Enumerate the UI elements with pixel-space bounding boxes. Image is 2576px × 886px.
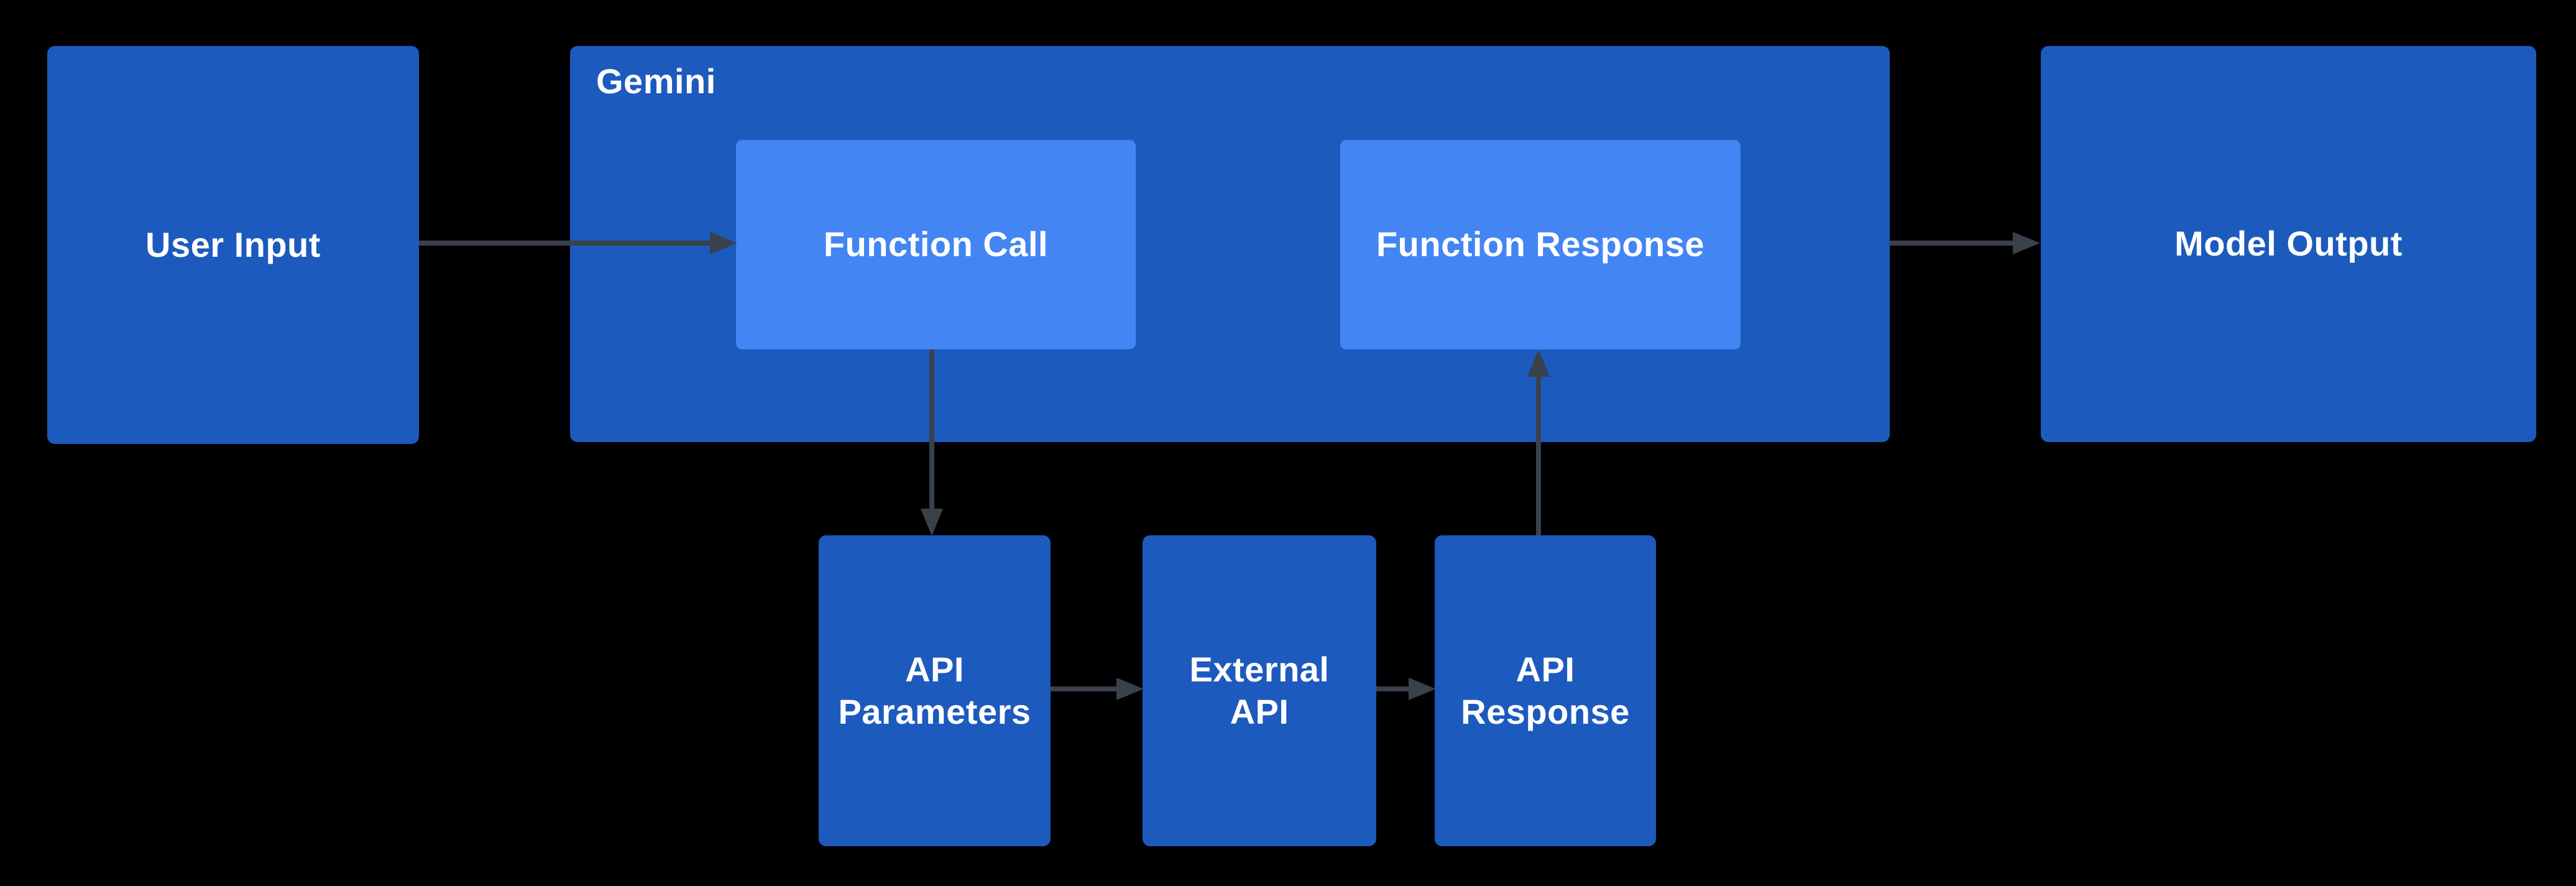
gemini-container-label: Gemini [596, 62, 716, 101]
arrowhead-down-icon [921, 509, 943, 536]
arrowhead-right-icon [1116, 678, 1144, 700]
arrowhead-right-icon [710, 232, 737, 254]
node-api-response-label: API Response [1461, 649, 1630, 731]
arrowhead-up-icon [1527, 349, 1550, 377]
node-api-parameters-label: API Parameters [838, 649, 1031, 731]
arrowhead-right-icon [2013, 232, 2040, 254]
node-api-parameters: API Parameters [819, 535, 1051, 846]
node-function-response-label: Function Response [1376, 224, 1705, 264]
node-function-call: Function Call [736, 140, 1136, 349]
arrow-gemini-to-model-output [1890, 241, 2013, 246]
node-api-response: API Response [1435, 535, 1656, 846]
arrowhead-right-icon [1409, 678, 1436, 700]
arrow-function-call-to-api-parameters [929, 349, 934, 510]
node-external-api: External API [1143, 535, 1376, 846]
node-user-input: User Input [47, 46, 419, 444]
node-external-api-label: External API [1189, 649, 1330, 731]
node-function-response: Function Response [1340, 140, 1741, 349]
arrow-api-response-to-function-response [1536, 377, 1541, 535]
arrow-user-input-to-function-call [419, 241, 710, 246]
arrow-external-api-to-api-response [1376, 686, 1409, 691]
node-user-input-label: User Input [145, 224, 321, 264]
node-model-output-label: Model Output [2174, 224, 2403, 264]
node-function-call-label: Function Call [823, 224, 1049, 264]
arrow-api-parameters-to-external-api [1051, 686, 1116, 691]
node-model-output: Model Output [2041, 46, 2536, 442]
